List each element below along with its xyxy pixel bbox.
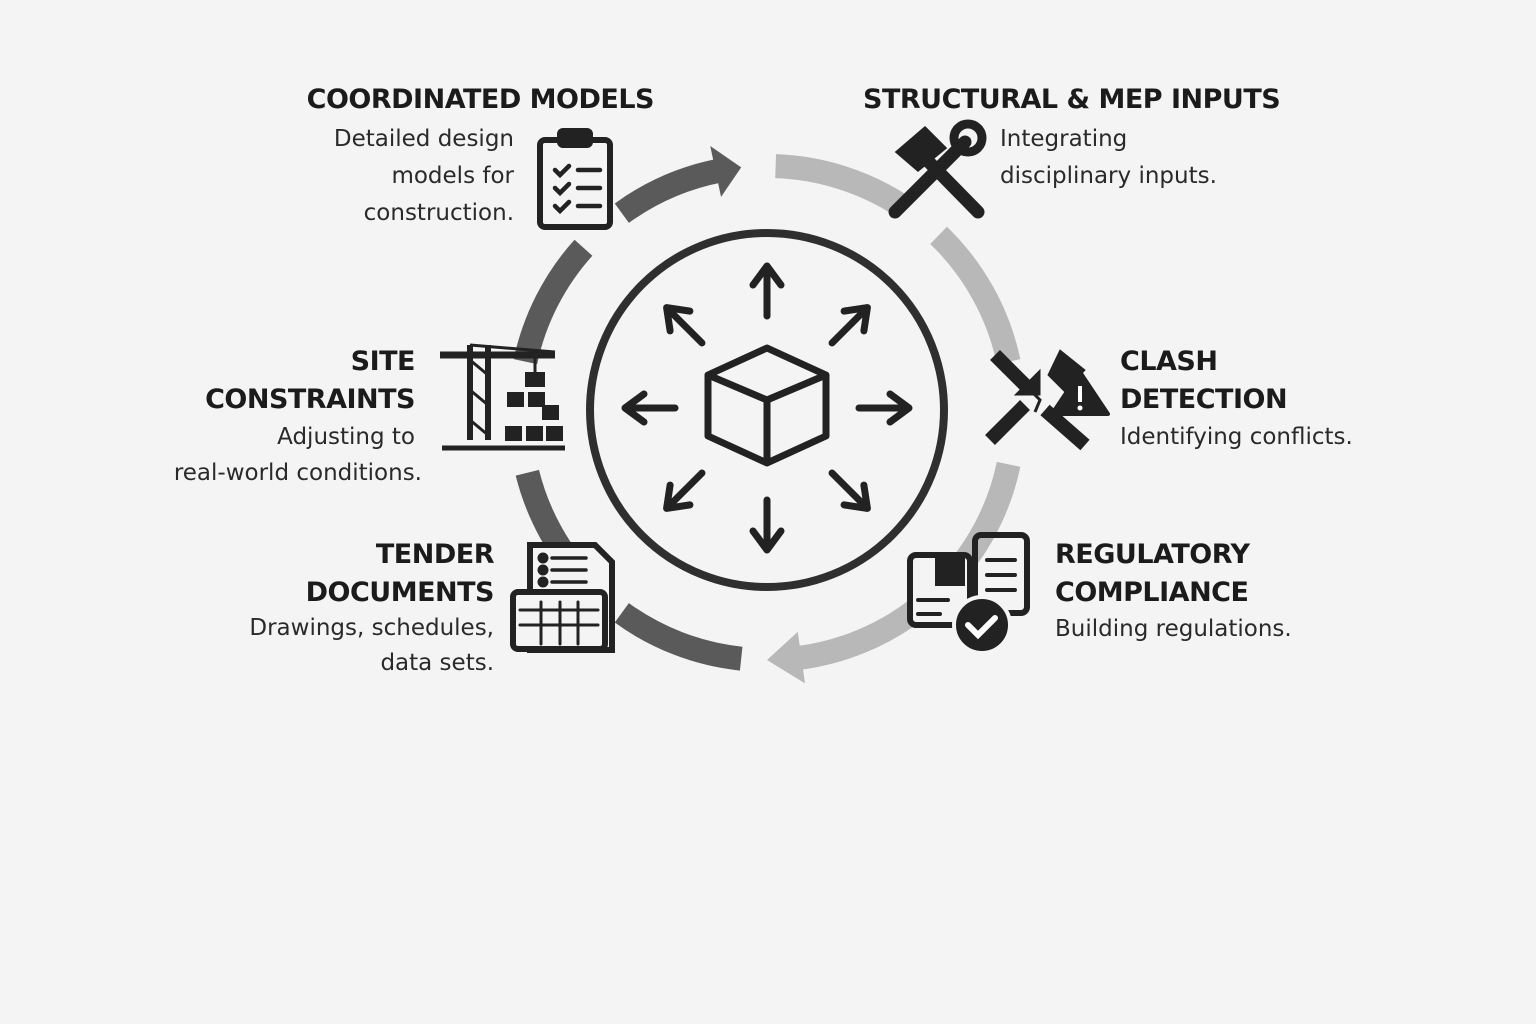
cycle-arc-segment [513,239,593,365]
arrow-icon [621,390,679,426]
arrow-icon [855,390,913,426]
regulatory-compliance-title: REGULATORY COMPLIANCE [1055,536,1250,612]
title-line: DETECTION [1120,384,1288,415]
cycle-arc-segment [614,158,723,223]
coordinated-models-desc: Detailed design models for construction. [334,121,514,232]
arrow-icon [663,304,706,347]
regulatory-compliance-desc: Building regulations. [1055,616,1292,642]
document-spreadsheet-icon [510,542,615,653]
clash-warning-icon [985,349,1110,451]
coordinated-models-title: COORDINATED MODELS [306,84,655,115]
tender-documents-desc: Drawings, schedules, data sets. [249,611,494,681]
cycle-arc-segment [775,154,909,216]
title-line: SITE [350,346,416,377]
desc-line: Drawings, schedules, [249,615,494,641]
cycle-arc-segment [795,598,927,671]
tender-documents-title: TENDER DOCUMENTS [305,536,495,612]
arrow-icon [749,496,785,554]
cycle-arrowhead [710,145,742,197]
desc-line: Adjusting to [277,424,415,450]
desc-line: Detailed design [333,126,514,152]
clash-detection-title: CLASH DETECTION [1120,343,1288,419]
center-circle [586,229,948,591]
desc-line: data sets. [380,650,494,676]
arrow-icon [749,262,785,320]
expand-arrows-icon [621,262,913,554]
clipboard-checklist-icon [537,128,613,230]
crane-icon [440,343,565,451]
desc-line: Integrating [1000,126,1128,152]
title-line: COMPLIANCE [1055,577,1249,608]
title-line: REGULATORY [1055,539,1250,570]
cycle-arc-segment [614,603,743,671]
cycle-arrowhead [767,631,805,684]
documents-check-icon [907,532,1030,655]
title-line: CONSTRAINTS [205,384,415,415]
site-constraints-desc: Adjusting to real-world conditions. [174,419,422,491]
title-line: CLASH [1120,346,1218,377]
arrow-icon [663,469,706,512]
desc-line: disciplinary inputs. [1000,163,1217,189]
title-line: TENDER [375,539,495,570]
hammer-wrench-icon [888,119,987,219]
cycle-arc-segment [952,461,1021,573]
desc-line: real-world conditions. [173,460,422,486]
structural-mep-desc: Integrating disciplinary inputs. [1000,121,1217,195]
arrow-icon [828,304,871,347]
structural-mep-title: STRUCTURAL & MEP INPUTS [863,84,1281,115]
site-constraints-title: SITE CONSTRAINTS [205,343,415,419]
cube-icon [704,344,830,467]
arrow-icon [828,469,871,512]
desc-line: models for [391,163,514,189]
clash-detection-desc: Identifying conflicts. [1120,424,1353,450]
cycle-arc-segment [930,226,1021,365]
desc-line: construction. [363,200,514,226]
title-line: DOCUMENTS [305,577,495,608]
